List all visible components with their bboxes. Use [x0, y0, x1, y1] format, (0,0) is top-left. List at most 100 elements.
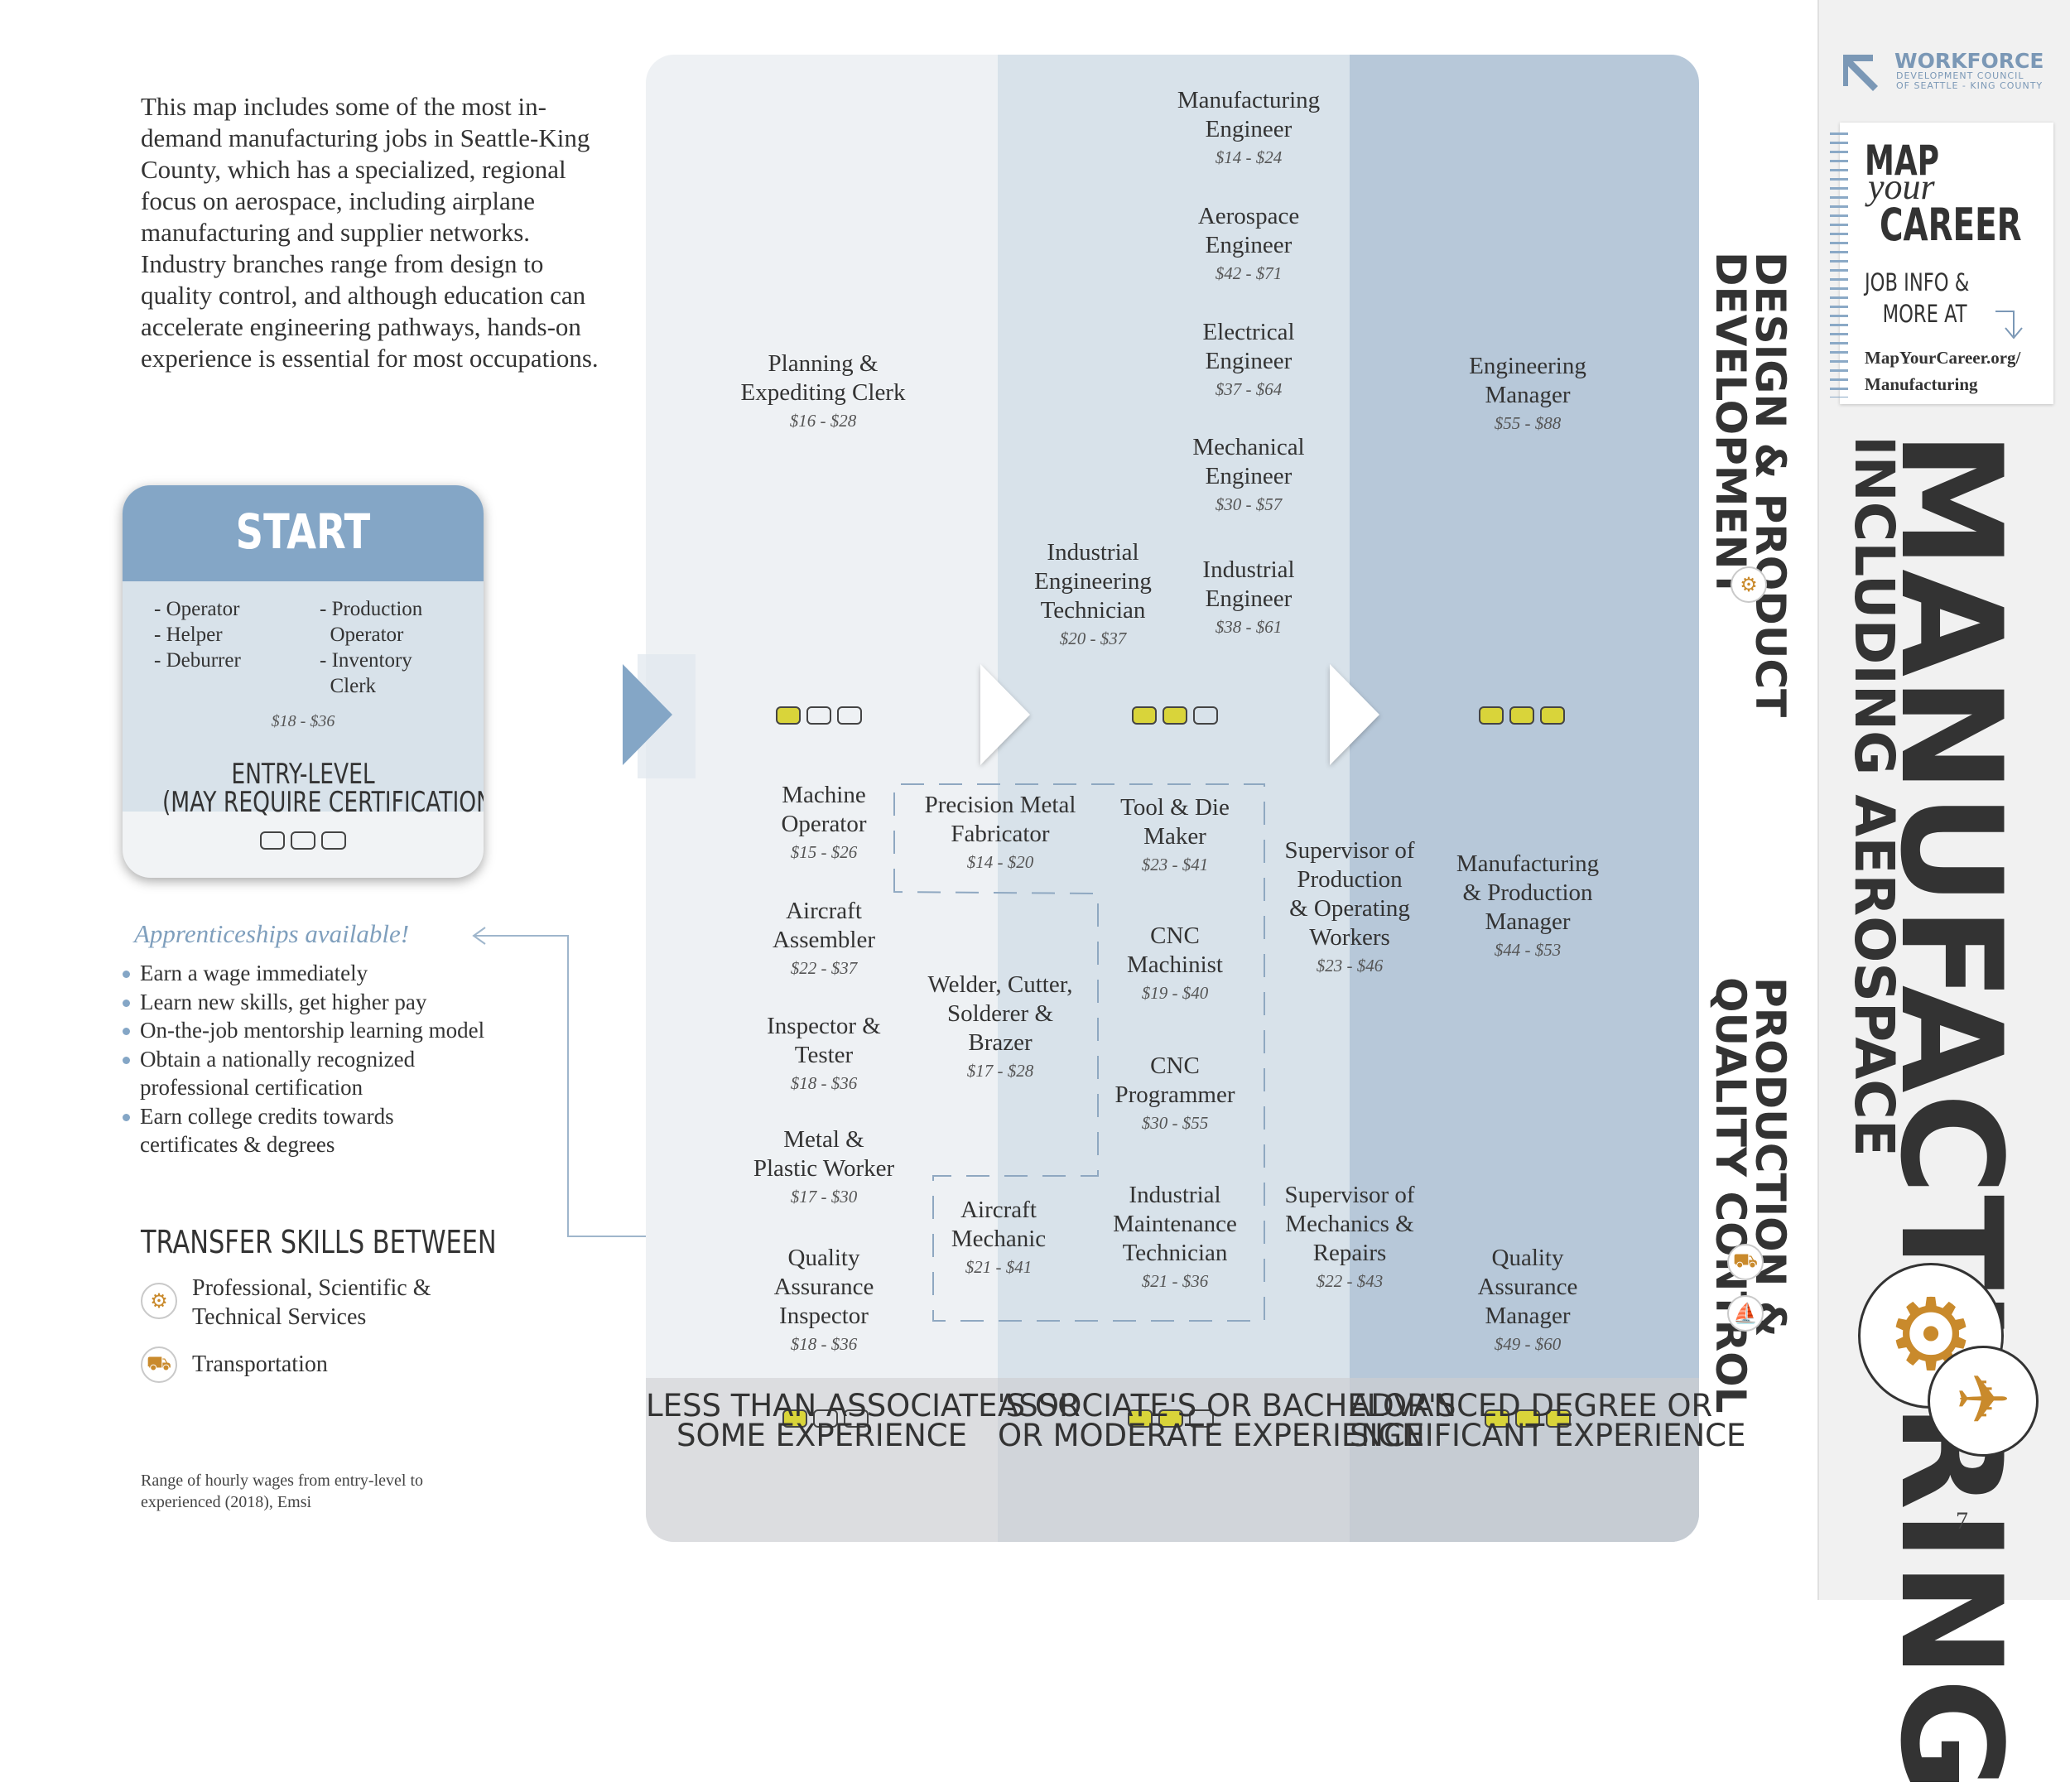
job-wage: $23 - $41 — [1141, 855, 1209, 874]
page-subtitle: INCLUDING AEROSPACE — [1842, 436, 1906, 1157]
job-electrical-engineer: Electrical Engineer $37 - $64 — [1141, 318, 1356, 402]
sailboat-icon: ⛵ — [1727, 1295, 1764, 1332]
progression-arrows — [623, 654, 1379, 778]
job-wage: $21 - $41 — [965, 1257, 1033, 1277]
column-footer-1 — [646, 1378, 998, 1542]
education-level-indicator — [260, 831, 352, 854]
job-welder-cutter-solderer-brazer: Welder, Cutter, Solderer & Brazer $17 - $… — [893, 971, 1108, 1084]
level-square — [1132, 706, 1157, 725]
job-title: Inspector & Tester — [767, 1013, 881, 1068]
job-machine-operator: Machine Operator$15 - $26 — [716, 781, 932, 865]
gear-icon: ⚙ — [1731, 566, 1767, 603]
job-wage: $22 - $43 — [1316, 1271, 1384, 1291]
level-square — [1509, 706, 1534, 725]
transfer-item-transportation: Transportation — [192, 1351, 328, 1377]
arrow-down-icon — [1995, 311, 2023, 340]
job-title: Electrical Engineer — [1202, 319, 1295, 374]
column-mid — [998, 55, 1350, 1542]
column-label-2: ASSOCIATE'S OR BACHELOR'S OR MODERATE EX… — [998, 1388, 1456, 1453]
card-your-label: your — [1868, 166, 1935, 207]
level-square — [1540, 706, 1565, 725]
job-wage: $30 - $55 — [1141, 1113, 1209, 1133]
list-item: Obtain a nationally recognized professio… — [120, 1045, 484, 1102]
workforce-logo-icon — [1843, 55, 1878, 91]
job-wage: $18 - $36 — [790, 1334, 858, 1354]
job-aircraft-mechanic: Aircraft Mechanic$21 - $41 — [891, 1196, 1106, 1280]
list-item: Learn new skills, get higher pay — [120, 988, 484, 1017]
job-quality-assurance-inspector: Quality Assurance Inspector$18 - $36 — [716, 1244, 932, 1357]
job-title: Supervisor of Production & Operating Wor… — [1284, 837, 1415, 951]
level-square — [1515, 1409, 1540, 1428]
job-wage: $55 - $88 — [1494, 413, 1562, 433]
job-wage: $22 - $37 — [790, 958, 858, 978]
column-advanced — [1350, 55, 1699, 1542]
level-indicator-footer3 — [1485, 1409, 1577, 1432]
job-title: Quality Assurance Manager — [1477, 1245, 1578, 1329]
level-indicator-col2 — [1132, 706, 1224, 729]
job-wage: $37 - $64 — [1215, 379, 1283, 399]
job-cnc-machinist: CNC Machinist$19 - $40 — [1067, 922, 1283, 1006]
job-wage: $44 - $53 — [1494, 940, 1562, 960]
job-wage: $14 - $24 — [1215, 147, 1283, 167]
level-square — [260, 831, 285, 850]
column-footer-2 — [998, 1378, 1350, 1542]
level-square — [1546, 1409, 1571, 1428]
job-wage: $30 - $57 — [1215, 494, 1283, 514]
level-square — [1189, 1409, 1214, 1428]
job-wage: $21 - $36 — [1141, 1271, 1209, 1291]
section-design-product-development: DESIGN & PRODUCT DEVELOPMENT — [1707, 252, 1794, 718]
transfer-skills-title: TRANSFER SKILLS BETWEEN — [141, 1224, 497, 1260]
level-square — [844, 1409, 869, 1428]
job-title: Aircraft Assembler — [772, 898, 876, 953]
org-subtitle: DEVELOPMENT COUNCIL OF SEATTLE - KING CO… — [1896, 70, 2044, 91]
job-wage: $17 - $28 — [966, 1061, 1034, 1081]
job-wage: $15 - $26 — [790, 842, 858, 862]
start-level-label: ENTRY-LEVEL (MAY REQUIRE CERTIFICATION) — [161, 758, 484, 819]
job-title: Tool & Die Maker — [1120, 794, 1230, 850]
job-tool-die-maker: Tool & Die Maker $23 - $41 — [1067, 793, 1283, 878]
level-square — [1193, 706, 1218, 725]
level-square — [837, 706, 862, 725]
card-url-link[interactable]: MapYourCareer.org/ Manufacturing — [1865, 348, 2021, 394]
level-square — [782, 1409, 807, 1428]
job-supervisor-mechanics-repairs: Supervisor of Mechanics & Repairs$22 - $… — [1242, 1181, 1457, 1294]
job-mechanical-engineer: Mechanical Engineer $30 - $57 — [1141, 433, 1356, 518]
job-inspector-tester: Inspector & Tester$18 - $36 — [716, 1012, 932, 1096]
org-name: WORKFORCE — [1894, 49, 2044, 73]
start-wage: $18 - $36 — [271, 712, 335, 730]
level-square — [1128, 1409, 1153, 1428]
aerospace-job-grouping — [893, 783, 1265, 1322]
job-metal-plastic-worker: Metal & Plastic Worker$17 - $30 — [716, 1125, 932, 1210]
list-item: Earn a wage immediately — [120, 959, 484, 988]
job-wage: $16 - $28 — [789, 411, 857, 431]
start-card-jobs: - Operator - Helper - Deburrer - Product… — [123, 581, 484, 812]
job-manufacturing-engineer: Manufacturing Engineer $14 - $24 — [1141, 86, 1356, 171]
job-title: Industrial Engineer — [1202, 556, 1295, 612]
level-indicator-col3 — [1479, 706, 1571, 729]
truck-icon: ⛟ — [1727, 1244, 1764, 1280]
job-aircraft-assembler: Aircraft Assembler $22 - $37 — [716, 897, 932, 981]
job-quality-assurance-manager: Quality Assurance Manager$49 - $60 — [1420, 1244, 1635, 1357]
start-card-header: START — [123, 485, 484, 581]
notebook-spiral — [1830, 132, 1848, 397]
column-label-1: LESS THAN ASSOCIATE'S OR SOME EXPERIENCE — [646, 1388, 1081, 1453]
intro-paragraph: This map includes some of the most in-de… — [141, 92, 599, 373]
start-card: START - Operator - Helper - Deburrer - P… — [123, 485, 484, 878]
level-square — [806, 706, 831, 725]
level-square — [291, 831, 315, 850]
map-your-career-card — [1840, 123, 2053, 404]
job-title: Manufacturing & Production Manager — [1456, 850, 1600, 935]
start-arrow — [623, 664, 672, 765]
job-planning-expediting-clerk: Planning & Expediting Clerk$16 - $28 — [715, 349, 931, 434]
job-title: Manufacturing Engineer — [1177, 87, 1321, 142]
job-title: Aerospace Engineer — [1197, 203, 1300, 258]
job-aerospace-engineer: Aerospace Engineer$42 - $71 — [1141, 202, 1356, 287]
job-title: Industrial Maintenance Technician — [1113, 1182, 1237, 1266]
footnote: Range of hourly wages from entry-level t… — [141, 1472, 424, 1511]
level-square — [321, 831, 346, 850]
job-wage: $23 - $46 — [1316, 956, 1384, 975]
card-info-label: JOB INFO & MORE AT — [1865, 268, 1970, 328]
job-title: Mechanical Engineer — [1192, 434, 1305, 489]
job-title: Welder, Cutter, Solderer & Brazer — [927, 971, 1073, 1056]
section-production-quality-control: PRODUCTION & QUALITY CONTROL — [1707, 977, 1794, 1413]
